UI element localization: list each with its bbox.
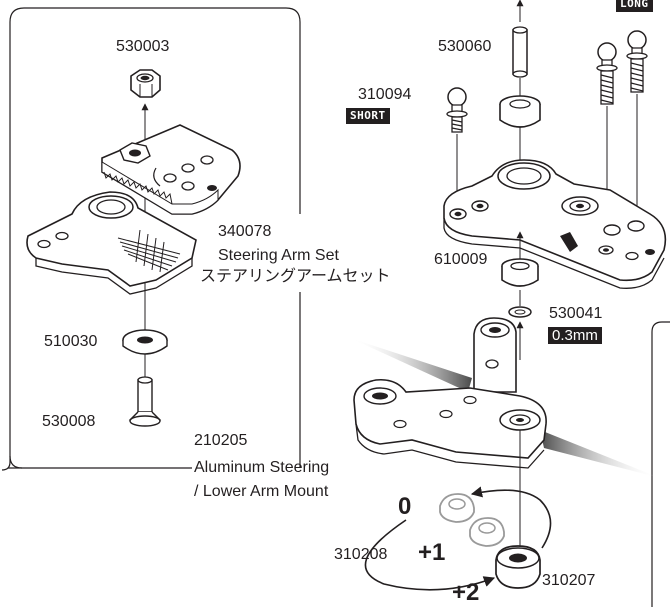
label-mount-name-2: / Lower Arm Mount	[194, 483, 329, 500]
offset-label-zero: 0	[398, 493, 412, 520]
insert-plus2-part	[495, 545, 541, 589]
right-steering-arm-part	[443, 159, 667, 289]
label-arm-set-name-jp: ステアリングアームセット	[200, 268, 391, 285]
label-ball-short-310094: 310094	[358, 86, 412, 103]
ball-stud-long-part-1	[596, 42, 618, 105]
ball-stud-long-part-2	[626, 30, 648, 93]
tag-long: LONG	[616, 0, 653, 12]
offset-label-plus2: +2	[452, 579, 480, 606]
label-insert-310208: 310208	[334, 546, 388, 563]
tag-thickness: 0.3mm	[548, 327, 602, 344]
nut-530003-part	[130, 69, 161, 98]
frame-bottom-left-corner	[9, 455, 23, 469]
lower-arm-mount-part	[353, 317, 547, 469]
tag-short: SHORT	[346, 108, 390, 124]
label-washer-510030: 510030	[44, 333, 98, 350]
label-mount-name-1: Aluminum Steering	[194, 459, 330, 476]
label-insert-310207: 310207	[542, 572, 596, 589]
offset-arrow-plus2	[364, 519, 496, 591]
screw-530008-part	[128, 376, 162, 427]
steering-base-plate-part	[26, 191, 197, 295]
label-pin-530060: 530060	[438, 38, 492, 55]
bearing-upper-part	[499, 95, 541, 128]
pin-530060-part	[512, 26, 528, 78]
offset-arrow-zero	[470, 486, 552, 549]
label-shim-530041: 530041	[549, 305, 603, 322]
right-frame	[651, 321, 670, 607]
insert-0-part	[439, 493, 475, 523]
bearing-610009-part	[501, 258, 539, 287]
label-bearing-610009: 610009	[434, 251, 488, 268]
shade-wedge-right	[540, 430, 660, 478]
shade-wedge-left	[350, 338, 472, 392]
washer-510030-part	[122, 329, 168, 355]
offset-label-plus1: +1	[418, 539, 446, 566]
label-arm-set-number: 340078	[218, 223, 272, 240]
label-arm-set-name-en: Steering Arm Set	[218, 247, 339, 264]
shim-530041-part	[508, 306, 532, 318]
insert-plus1-part	[469, 517, 505, 547]
label-nut-530003: 530003	[116, 38, 170, 55]
steering-arm-part	[101, 124, 241, 215]
label-screw-530008: 530008	[42, 413, 96, 430]
ball-stud-short-part	[446, 87, 468, 133]
label-mount-number: 210205	[194, 432, 248, 449]
